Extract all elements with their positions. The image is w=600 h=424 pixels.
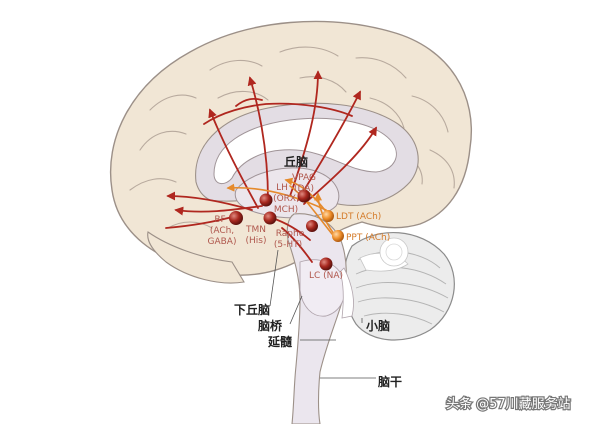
watermark: 头条 @57川藏服务站 [445, 395, 572, 413]
lc-nucleus [319, 257, 333, 271]
label-vpag: VPAG (DA) [292, 173, 316, 194]
svg-text:LH: LH [276, 183, 288, 193]
svg-text:(ORX,: (ORX, [273, 194, 299, 204]
label-thalamus: 丘脑 [284, 154, 308, 169]
red-pathways [165, 70, 377, 263]
label-pons: 脑桥 [257, 318, 283, 333]
svg-text:(ACh,: (ACh, [210, 226, 234, 236]
vpag-nucleus [297, 189, 311, 203]
svg-text:(DA): (DA) [294, 184, 314, 194]
tmn-nucleus [263, 211, 277, 225]
lh-nucleus [259, 193, 273, 207]
label-bf: BF (ACh, GABA) [208, 215, 237, 247]
leader-lines [269, 249, 376, 379]
svg-text:(5-HT): (5-HT) [274, 240, 302, 250]
svg-text:(His): (His) [246, 236, 267, 246]
label-ppt: PPT (ACh) [346, 233, 390, 243]
label-ldt: LDT (ACh) [336, 212, 381, 222]
svg-text:MCH): MCH) [274, 205, 298, 215]
bf-nucleus [229, 211, 243, 225]
svg-text:头条 @57川藏服务站: 头条 @57川藏服务站 [446, 396, 571, 412]
svg-text:BF: BF [214, 215, 225, 225]
label-cerebellum: 小脑 [366, 318, 390, 333]
ldt-nucleus [322, 210, 334, 222]
svg-text:TMN: TMN [245, 225, 266, 235]
label-lc: LC (NA) [309, 271, 343, 281]
label-brainstem: 脑干 [377, 374, 402, 389]
label-lh: LH (ORX, MCH) [273, 183, 299, 215]
cerebellum [343, 231, 455, 341]
svg-text:Raphe: Raphe [276, 229, 305, 239]
svg-text:GABA): GABA) [208, 237, 237, 247]
raphe-nucleus [306, 220, 318, 232]
label-medulla: 延髓 [267, 334, 293, 349]
svg-text:VPAG: VPAG [292, 173, 316, 183]
temporal-lobe [147, 231, 245, 284]
label-tmn: TMN (His) [245, 225, 266, 246]
fourth-ventricle [339, 267, 354, 319]
ppt-nucleus [332, 230, 344, 242]
label-hypothalamus: 下丘脑 [234, 302, 270, 317]
label-raphe: Raphe (5-HT) [274, 229, 305, 250]
